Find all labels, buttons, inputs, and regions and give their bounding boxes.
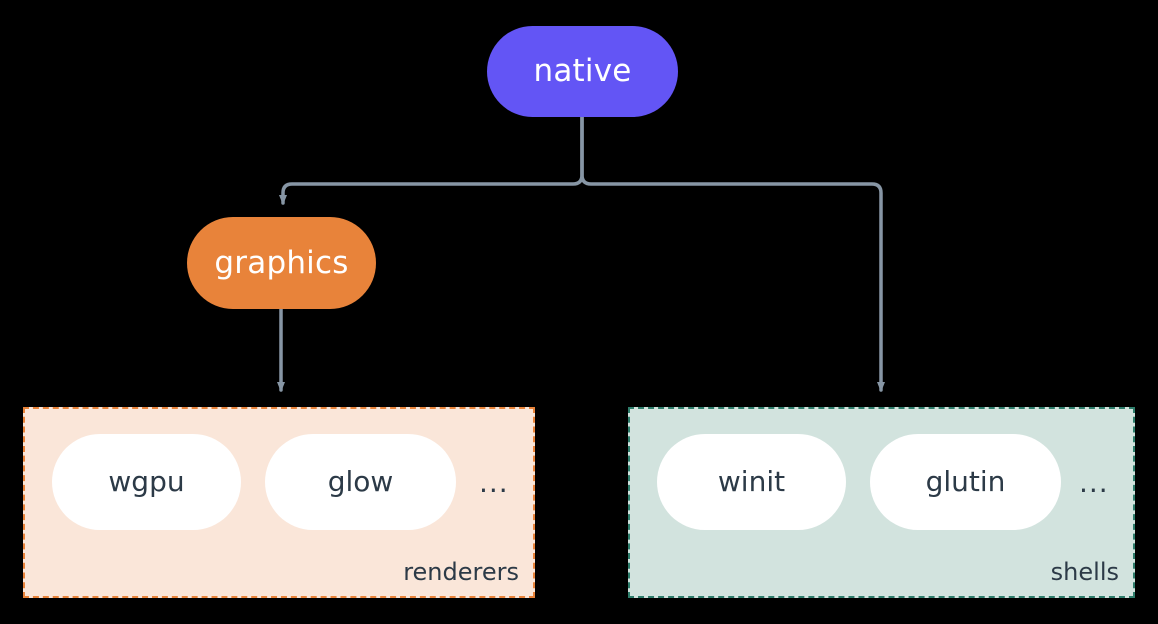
cluster-shells-label: shells xyxy=(1050,558,1119,586)
item-glutin-label: glutin xyxy=(925,465,1006,498)
renderers-ellipsis: ... xyxy=(479,466,509,499)
cluster-renderers[interactable]: wgpu glow ... renderers xyxy=(23,407,535,598)
cluster-shells[interactable]: winit glutin ... shells xyxy=(628,407,1135,598)
item-wgpu-label: wgpu xyxy=(108,465,185,498)
node-graphics[interactable]: graphics xyxy=(187,217,376,309)
item-glutin[interactable]: glutin xyxy=(870,434,1061,530)
cluster-renderers-label: renderers xyxy=(403,558,519,586)
item-wgpu[interactable]: wgpu xyxy=(52,434,241,530)
shells-ellipsis: ... xyxy=(1079,466,1109,499)
edge-native-to-shells xyxy=(580,115,885,392)
item-glow[interactable]: glow xyxy=(265,434,456,530)
item-winit[interactable]: winit xyxy=(657,434,846,530)
node-native-label: native xyxy=(533,53,632,89)
item-winit-label: winit xyxy=(717,465,786,498)
node-native[interactable]: native xyxy=(487,26,678,117)
edge-native-to-graphics xyxy=(279,115,584,205)
node-graphics-label: graphics xyxy=(214,244,349,281)
item-glow-label: glow xyxy=(327,465,394,498)
